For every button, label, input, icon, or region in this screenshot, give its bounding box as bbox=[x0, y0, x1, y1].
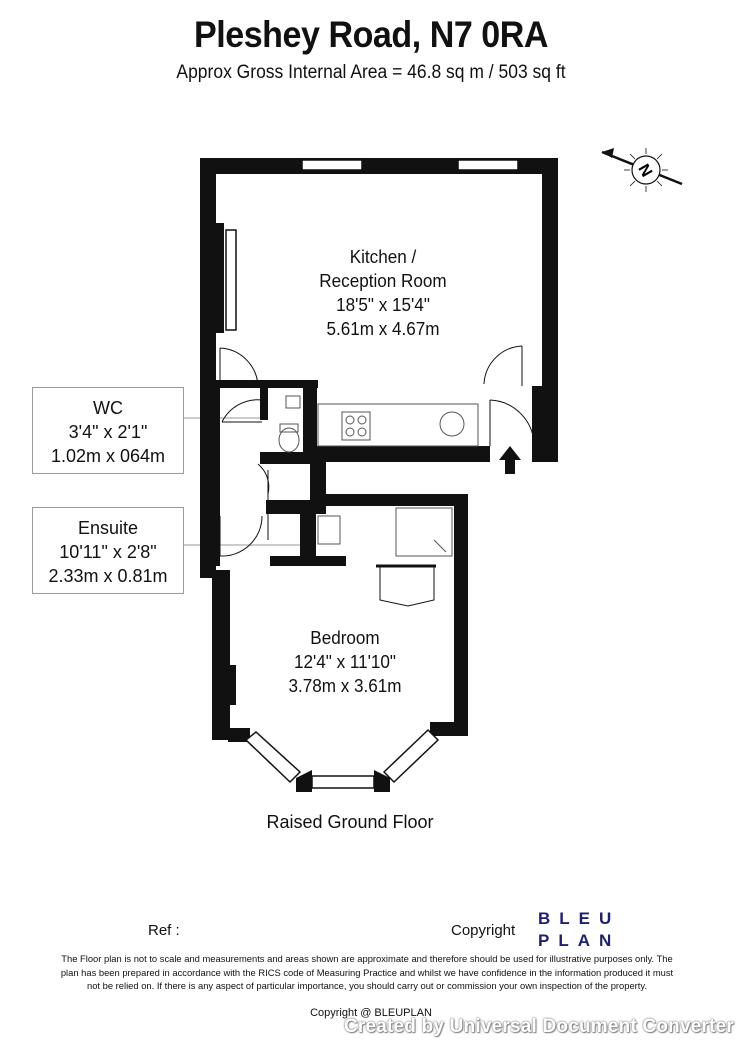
disclaimer-copyright: Copyright @ BLEUPLAN bbox=[310, 1007, 432, 1019]
plan-title: Pleshey Road, N7 0RA bbox=[193, 14, 549, 55]
doors bbox=[219, 345, 535, 607]
logo-line2: PLAN bbox=[538, 931, 621, 950]
ensuite-fittings bbox=[317, 507, 453, 557]
bedroom-metric: 3.78m x 3.61m bbox=[288, 676, 402, 696]
kitchen-fittings bbox=[317, 403, 479, 447]
ensuite-name: Ensuite bbox=[77, 518, 139, 538]
bedroom-imperial: 12'4" x 11'10" bbox=[293, 652, 397, 672]
kitchen-name-line2: Reception Room bbox=[319, 271, 447, 291]
wc-name: WC bbox=[93, 398, 123, 418]
kitchen-name-line1: Kitchen / bbox=[349, 247, 417, 267]
kitchen-label: Kitchen / Reception Room 18'5" x 15'4" 5… bbox=[304, 245, 462, 341]
disclaimer-text: The Floor plan is not to scale and measu… bbox=[60, 953, 674, 992]
kitchen-metric: 5.61m x 4.67m bbox=[326, 319, 440, 339]
kitchen-imperial: 18'5" x 15'4" bbox=[336, 295, 430, 315]
ensuite-imperial: 10'11" x 2'8" bbox=[59, 542, 157, 562]
wc-fittings bbox=[278, 395, 301, 453]
gross-area-subtitle: Approx Gross Internal Area = 46.8 sq m /… bbox=[176, 62, 566, 83]
bleuplan-logo: BLEU PLAN bbox=[538, 908, 620, 952]
converter-watermark: Created by Universal Document Converter bbox=[343, 1016, 734, 1037]
compass-icon: N bbox=[601, 148, 683, 192]
entrance-arrow bbox=[499, 446, 521, 474]
wc-callout: WC 3'4" x 2'1" 1.02m x 064m bbox=[32, 387, 184, 474]
floor-name: Raised Ground Floor bbox=[266, 812, 434, 832]
wc-imperial: 3'4" x 2'1" bbox=[68, 422, 148, 442]
windows bbox=[225, 159, 519, 789]
bedroom-label: Bedroom 12'4" x 11'10" 3.78m x 3.61m bbox=[274, 626, 417, 698]
logo-line1: BLEU bbox=[538, 909, 621, 928]
wc-metric: 1.02m x 064m bbox=[50, 446, 166, 466]
walls bbox=[200, 158, 558, 792]
ref-label: Ref : bbox=[148, 922, 180, 939]
ensuite-callout: Ensuite 10'11" x 2'8" 2.33m x 0.81m bbox=[32, 507, 184, 594]
copyright-label: Copyright bbox=[451, 922, 516, 939]
bedroom-name: Bedroom bbox=[310, 628, 380, 648]
ensuite-metric: 2.33m x 0.81m bbox=[48, 566, 168, 586]
